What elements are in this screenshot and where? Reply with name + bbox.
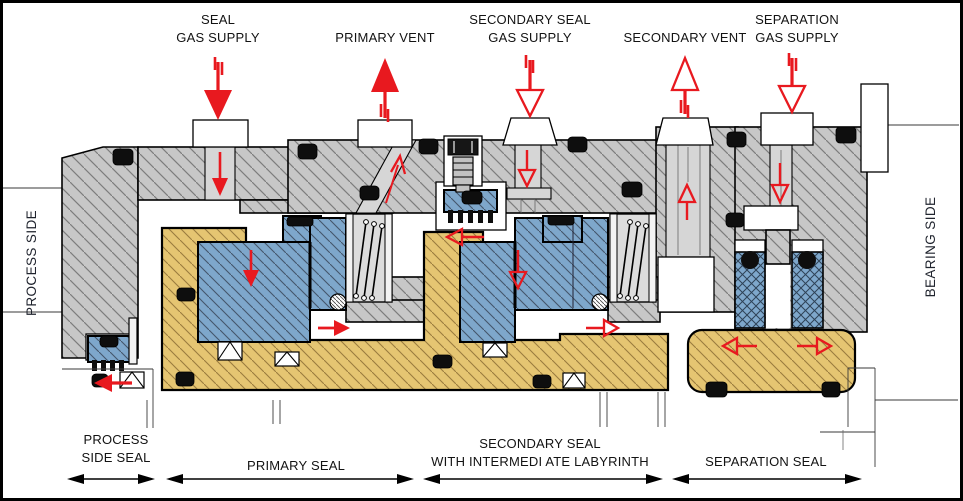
secondary-gas-port (502, 117, 558, 146)
secondary-gas-flange (506, 187, 552, 200)
secondary-vent-label: SECONDARY VENT (624, 30, 747, 45)
channel-flow-arrowhead-icon (212, 178, 228, 196)
drive-pin (482, 342, 508, 358)
primary-vent-channel-arrow-icon (385, 153, 407, 204)
o-ring (461, 190, 483, 205)
secondary-seal-label-line1: SECONDARY SEAL (479, 436, 601, 451)
carbon-ring-spring-left (741, 251, 759, 269)
o-ring (532, 374, 552, 389)
shaft-step-lines (62, 367, 958, 467)
flow-arrows (94, 53, 834, 392)
primary-seal-dimension (166, 474, 414, 484)
process-side-seal-dimension (67, 474, 155, 484)
secondary-seat-flow-arrow-icon (508, 250, 528, 291)
o-ring (99, 335, 119, 348)
secondary-coil-spring (609, 213, 657, 303)
drive-pin (217, 341, 243, 361)
secondary-balance-nose (607, 299, 661, 323)
primary-rotating-seat (197, 241, 311, 343)
primary-vent-arrow-icon (371, 58, 399, 122)
process-side-label: PROCESS SIDE (24, 210, 39, 316)
carbon-ring-spring-right (798, 251, 816, 269)
o-ring (705, 381, 728, 398)
o-ring (297, 143, 318, 160)
o-ring (821, 381, 841, 398)
bearing-side-label: BEARING SIDE (923, 197, 938, 298)
primary-vent-label: PRIMARY VENT (335, 30, 434, 45)
secondary-gas-supply-label-line1: SECONDARY SEAL (469, 12, 591, 27)
sleeve-leak-left-arrow-icon (444, 227, 484, 247)
o-rings (91, 126, 857, 398)
primary-coil-spring (345, 213, 393, 303)
separation-gas-port (760, 112, 814, 146)
o-ring (175, 371, 195, 387)
drive-pin (119, 371, 145, 389)
separation-seal-label: SEPARATION SEAL (705, 454, 827, 469)
vent-channel-up-arrow-icon (677, 182, 697, 220)
separation-gas-supply-label-line2: GAS SUPPLY (755, 30, 839, 45)
separation-carbon-rings (734, 239, 824, 329)
drive-pin (274, 351, 300, 367)
o-ring (359, 185, 380, 201)
separation-seal-dimension (672, 474, 862, 484)
secondary-gas-supply-label-line2: GAS SUPPLY (488, 30, 572, 45)
o-ring (726, 131, 747, 148)
primary-seal-label: PRIMARY SEAL (247, 458, 345, 473)
o-ring (547, 215, 575, 226)
primary-oring-ball (329, 293, 347, 311)
separation-sleeve-left-arrow-icon (720, 336, 757, 356)
separation-gas-supply-arrow-icon (777, 53, 807, 115)
drive-pin (562, 372, 586, 389)
clamp-bolt (447, 138, 479, 193)
separation-channel-arrow-icon (770, 163, 790, 205)
o-ring (835, 126, 857, 144)
separation-gas-supply-label-line1: SEPARATION (755, 12, 839, 27)
secondary-seal-dimension (423, 474, 663, 484)
drive-pins (119, 341, 586, 389)
secondary-vent-port (655, 117, 714, 146)
secondary-channel-arrow-icon (517, 150, 537, 189)
secondary-gap-right-arrow-icon (586, 318, 621, 338)
secondary-seal-label-line2: WITH INTERMEDI ATE LABYRINTH (431, 454, 649, 469)
o-ring (432, 354, 453, 369)
seal-gas-supply-label-line1: SEAL (201, 12, 235, 27)
labyrinth-retaining-plate (128, 317, 138, 365)
secondary-oring-ball (591, 293, 609, 311)
bearing-side-bracket (860, 83, 889, 173)
o-ring (112, 148, 134, 166)
secondary-vent-arrow-icon (670, 54, 700, 118)
o-ring (176, 287, 196, 302)
seal-gas-supply-arrow-icon (204, 57, 232, 120)
vent-chamber (657, 256, 715, 313)
housing-left-block (61, 146, 139, 359)
primary-seat-flow-arrowhead-icon (243, 270, 259, 287)
o-ring (567, 136, 588, 153)
process-side-seal-label-line1: PROCESS (84, 432, 149, 447)
port-labels: SEAL GAS SUPPLY PRIMARY VENT SECONDARY S… (176, 12, 839, 45)
process-side-seal-label-line2: SIDE SEAL (82, 450, 151, 465)
section-labels: PROCESS SIDE SEAL PRIMARY SEAL SECONDARY… (82, 432, 827, 473)
process-leak-left-arrow-icon (94, 374, 132, 392)
o-ring (286, 216, 314, 227)
secondary-rotating-seat (459, 241, 516, 343)
margin-lines (3, 124, 959, 313)
separation-sleeve-right-arrow-icon (797, 336, 834, 356)
primary-vent-port (357, 119, 413, 148)
housing-ports (192, 83, 889, 173)
separation-inner-port (743, 205, 799, 231)
dimension-arrows (67, 474, 862, 484)
separation-nose (765, 229, 791, 265)
o-ring (725, 212, 745, 228)
o-ring (621, 181, 643, 198)
secondary-gas-supply-arrow-icon (515, 55, 545, 119)
primary-gap-right-arrow-icon (318, 320, 350, 336)
seal-gas-port (192, 119, 249, 148)
o-ring (418, 138, 439, 155)
seal-gas-supply-label-line2: GAS SUPPLY (176, 30, 260, 45)
